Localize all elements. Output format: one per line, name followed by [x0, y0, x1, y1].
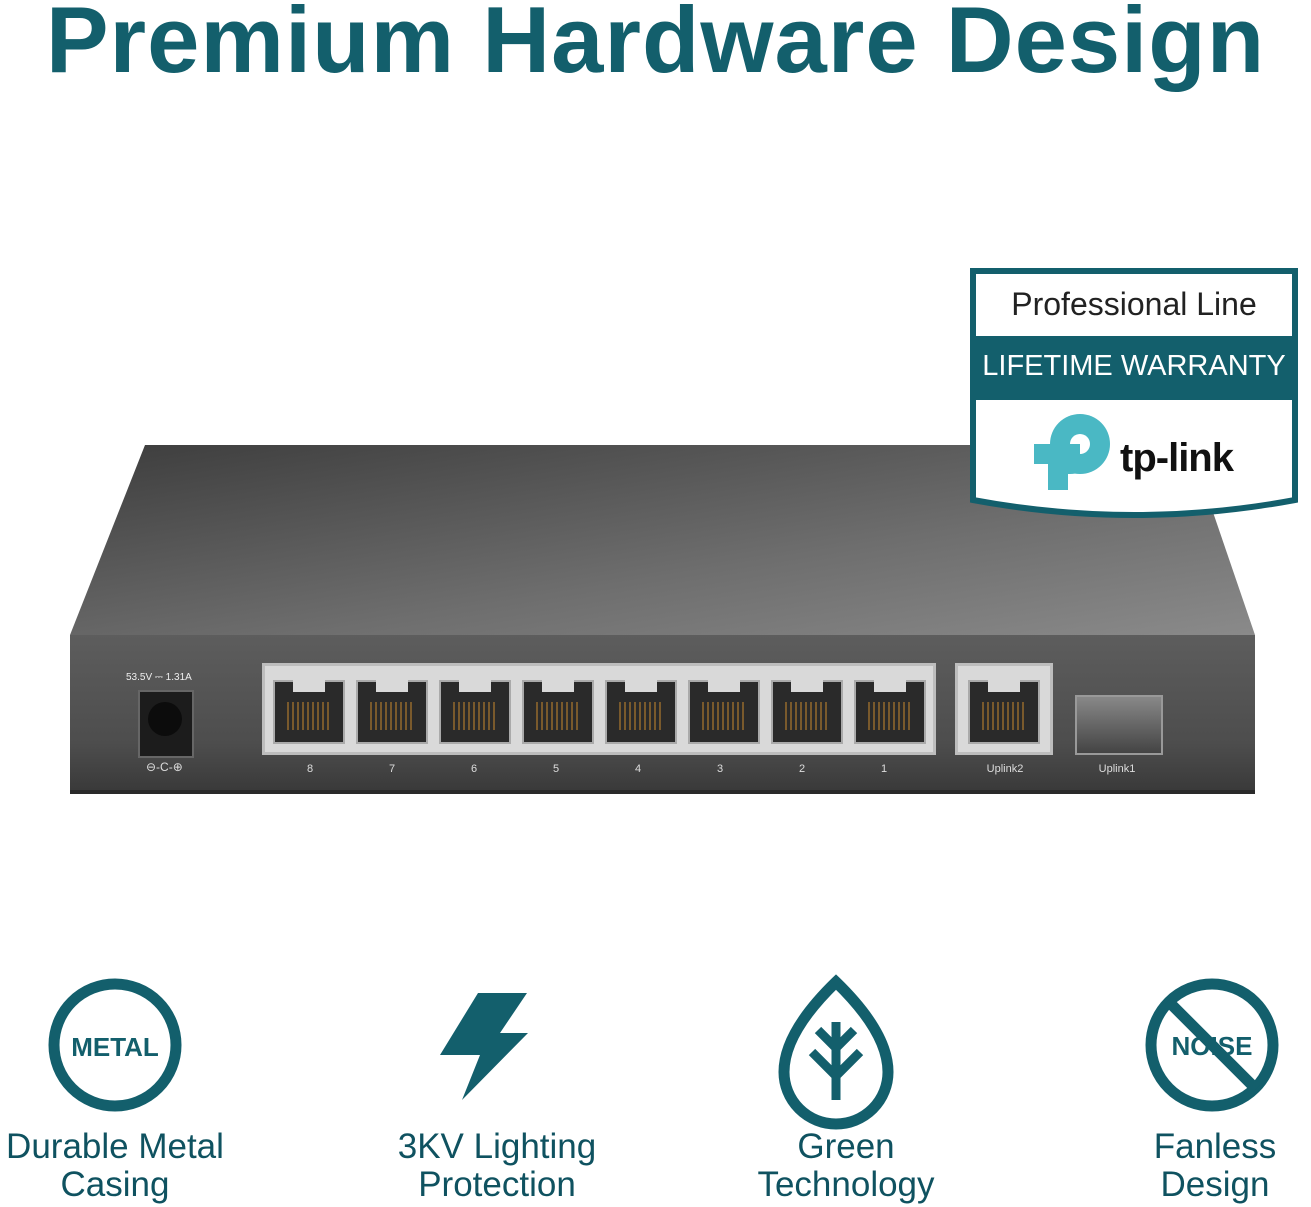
ethernet-port-6 — [439, 680, 511, 744]
ethernet-port-1 — [854, 680, 926, 744]
warranty-badge: Professional Line LIFETIME WARRANTY tp-l… — [970, 268, 1298, 522]
ethernet-port-8 — [273, 680, 345, 744]
port-label: 3 — [716, 763, 724, 775]
uplink2-label: Uplink2 — [986, 763, 1024, 775]
uplink2-port — [968, 680, 1040, 744]
ethernet-port-group — [262, 663, 936, 755]
polarity-symbol: ⊖-C-⊕ — [146, 760, 183, 774]
power-jack — [138, 690, 194, 758]
metal-icon: METAL — [48, 978, 182, 1112]
uplink1-label: Uplink1 — [1098, 763, 1136, 775]
badge-professional-line: Professional Line — [1011, 286, 1257, 322]
svg-text:METAL: METAL — [71, 1032, 159, 1062]
ethernet-port-5 — [522, 680, 594, 744]
ethernet-port-3 — [688, 680, 760, 744]
port-label: 2 — [798, 763, 806, 775]
leaf-icon — [778, 974, 894, 1130]
page-title: Premium Hardware Design — [45, 0, 1266, 92]
ethernet-port-2 — [771, 680, 843, 744]
brand-logo-text: tp-link — [1120, 436, 1234, 480]
port-label: 4 — [634, 763, 642, 775]
uplink2-port-group — [955, 663, 1053, 755]
ethernet-port-7 — [356, 680, 428, 744]
port-label: 1 — [880, 763, 888, 775]
no-noise-icon: NOISE — [1145, 978, 1279, 1112]
port-label: 7 — [388, 763, 396, 775]
power-rating-label: 53.5V ⎓ 1.31A — [126, 672, 192, 683]
lightning-icon — [440, 993, 528, 1100]
port-label: 6 — [470, 763, 478, 775]
feature-icons: METAL NOISE — [48, 974, 1279, 1130]
tp-link-logo-icon — [1034, 414, 1110, 490]
badge-lifetime-warranty: LIFETIME WARRANTY — [982, 350, 1286, 382]
sfp-port — [1075, 695, 1163, 755]
port-label: 8 — [306, 763, 314, 775]
ethernet-port-4 — [605, 680, 677, 744]
port-label: 5 — [552, 763, 560, 775]
